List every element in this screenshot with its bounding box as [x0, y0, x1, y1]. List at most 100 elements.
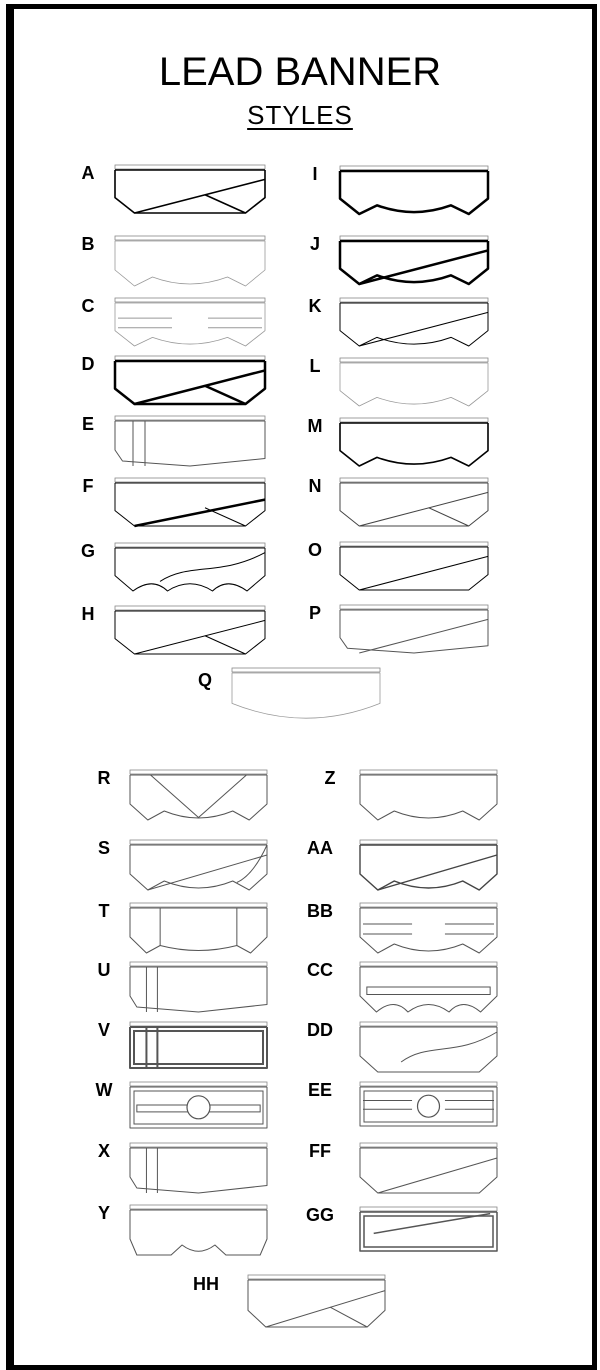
banner-top-band [359, 961, 498, 967]
style-label: J [310, 234, 320, 254]
banner-style-bb [359, 902, 498, 954]
banner-top-band [359, 1206, 498, 1212]
banner-diagonal [134, 369, 266, 406]
banner-outline [359, 1027, 498, 1073]
style-label: T [99, 901, 110, 921]
banner-top-band [114, 235, 266, 241]
banner-diagonal [358, 249, 489, 286]
banner-outline [231, 673, 381, 719]
style-label: P [309, 603, 321, 623]
banner-top-band [129, 902, 268, 908]
banner-inner-border [133, 1090, 264, 1125]
banner-outline [114, 421, 266, 467]
banner-style-y [129, 1204, 268, 1256]
banner-top-band [114, 415, 266, 421]
style-label: EE [308, 1080, 332, 1100]
banner-diagonal [134, 498, 266, 528]
style-label: BB [307, 901, 333, 921]
banner-top-band [359, 769, 498, 775]
banner-style-m [339, 417, 489, 467]
style-label: V [98, 1020, 110, 1040]
banner-top-band [114, 355, 266, 361]
banner-inner-border [363, 1090, 494, 1123]
banner-outline [129, 967, 268, 1013]
banner-top-band [359, 902, 498, 908]
banner-style-dd [359, 1021, 498, 1073]
banner-outline [338, 241, 490, 286]
banner-notch-line [204, 507, 246, 527]
banner-top-band [339, 477, 489, 483]
banner-top-band [129, 1081, 268, 1087]
banner-outline [114, 241, 266, 287]
banner-style-x [129, 1142, 268, 1194]
banner-diagonal [359, 491, 489, 527]
banner-vee-line [198, 774, 247, 818]
banner-style-aa [359, 839, 498, 891]
banner-top-band [129, 1142, 268, 1148]
banner-outline [359, 775, 498, 821]
banner-outline [359, 1212, 498, 1252]
banner-style-i [338, 165, 490, 216]
banner-diagonal [373, 1212, 491, 1235]
banner-inner-border [363, 1215, 494, 1248]
style-label: D [82, 354, 95, 374]
banner-style-r [129, 769, 268, 821]
style-label: C [82, 296, 95, 316]
banner-style-l [339, 357, 489, 407]
banner-top-band [231, 667, 381, 673]
style-label: R [98, 768, 111, 788]
style-label: N [309, 476, 322, 496]
banner-outline [359, 967, 498, 1013]
banner-outline [339, 610, 489, 654]
style-label: Y [98, 1203, 110, 1223]
banner-style-hh [247, 1274, 386, 1328]
banner-style-j [338, 235, 490, 286]
style-label: HH [193, 1274, 219, 1294]
style-label: K [309, 296, 322, 316]
banner-top-band [339, 604, 489, 610]
banner-style-g [114, 542, 266, 592]
banner-top-band [129, 1021, 268, 1027]
banner-diagonal [265, 1290, 386, 1328]
style-label: CC [307, 960, 333, 980]
style-label: FF [309, 1141, 331, 1161]
banner-top-band [359, 1142, 498, 1148]
banner-swag-curve [236, 844, 268, 883]
banner-top-band [339, 357, 489, 363]
banner-outline [339, 303, 489, 347]
banner-style-ee [359, 1081, 498, 1127]
banner-style-e [114, 415, 266, 467]
banner-outline [339, 423, 489, 467]
style-label: W [96, 1080, 113, 1100]
style-label: B [82, 234, 95, 254]
banner-medallion [416, 1094, 441, 1118]
banner-style-u [129, 961, 268, 1013]
banner-top-band [359, 1081, 498, 1087]
banner-style-k [339, 297, 489, 347]
banner-top-band [114, 605, 266, 611]
banner-top-band [359, 1021, 498, 1027]
banner-diagonal [377, 854, 498, 891]
style-label: AA [307, 838, 333, 858]
banner-outline [114, 611, 266, 655]
page-border [6, 4, 597, 1370]
banner-outline [339, 483, 489, 527]
banner-style-d [113, 355, 267, 406]
banner-outline [129, 1087, 268, 1129]
style-label: Q [198, 670, 212, 690]
banner-top-band [339, 417, 489, 423]
page-subtitle: STYLES [0, 100, 600, 131]
banner-outline [129, 1148, 268, 1194]
banner-style-t [129, 902, 268, 954]
banner-style-z [359, 769, 498, 821]
banner-top-band [247, 1274, 386, 1280]
style-label: E [82, 414, 94, 434]
banner-swag-curve [159, 552, 266, 582]
banner-diagonal [359, 555, 489, 591]
style-label: GG [306, 1205, 334, 1225]
style-label: F [83, 476, 94, 496]
banner-style-f [114, 477, 266, 528]
banner-diagonal [359, 311, 489, 347]
banner-diagonal [147, 854, 268, 891]
